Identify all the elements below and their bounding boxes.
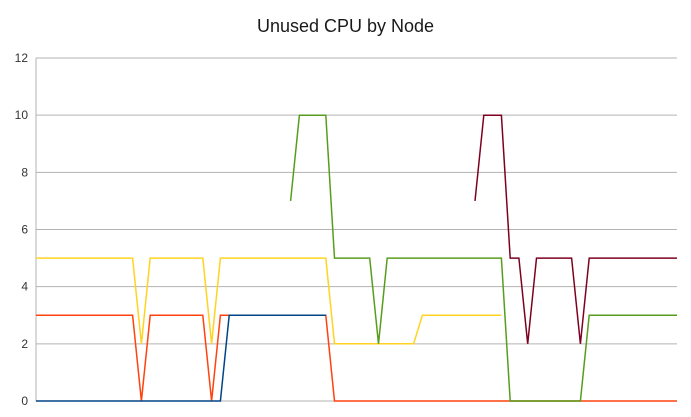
series-line-2 bbox=[36, 314, 677, 402]
series-line-4 bbox=[289, 114, 677, 402]
chart-title: Unused CPU by Node bbox=[256, 16, 435, 36]
y-tick-label: 12 bbox=[15, 51, 29, 65]
y-tick-label: 4 bbox=[21, 280, 28, 294]
y-tick-label: 10 bbox=[15, 108, 29, 122]
series-line-1 bbox=[36, 257, 502, 345]
y-tick-label: 0 bbox=[21, 394, 28, 408]
y-tick-label: 2 bbox=[21, 337, 28, 351]
series-line-3 bbox=[36, 314, 326, 402]
y-tick-label: 8 bbox=[21, 165, 28, 179]
y-tick-label: 6 bbox=[21, 223, 28, 237]
series-line-5 bbox=[474, 114, 677, 344]
